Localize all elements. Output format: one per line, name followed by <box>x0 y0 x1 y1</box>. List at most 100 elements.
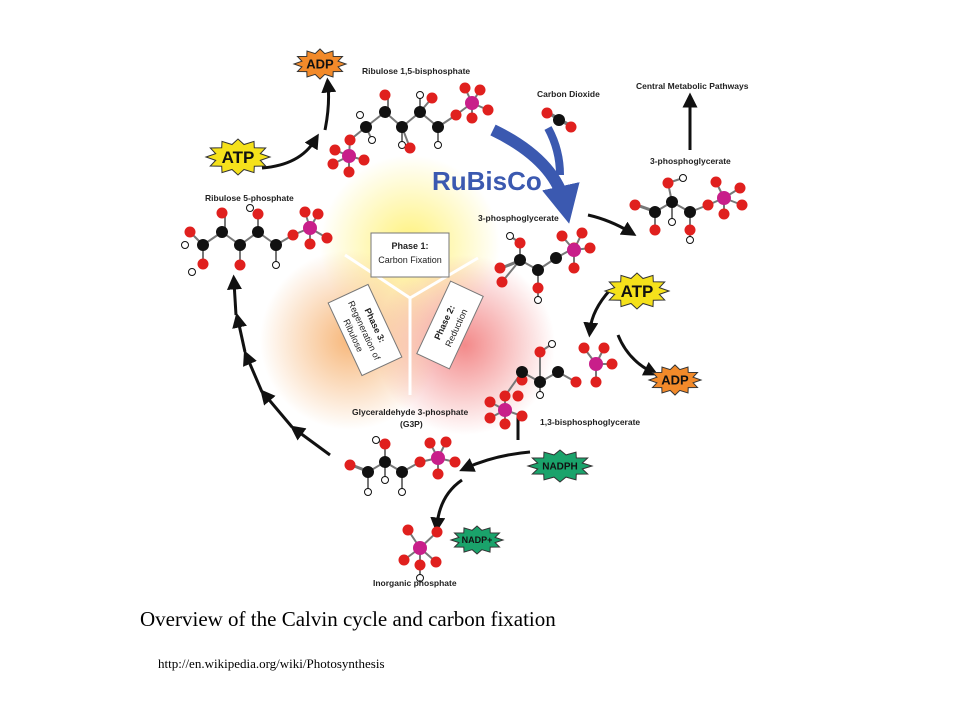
atom-o <box>321 232 333 244</box>
atom-h <box>686 236 694 244</box>
label-g3p-line2: (G3P) <box>400 419 423 429</box>
molecule-r5p <box>181 204 333 276</box>
atom-o <box>287 229 299 241</box>
atom-o <box>482 104 494 116</box>
atom-c <box>532 264 544 276</box>
atp-star-right: ATP <box>603 272 671 310</box>
nadph-star-label: NADPH <box>542 462 578 473</box>
atom-o <box>565 121 577 133</box>
atom-c <box>396 466 408 478</box>
atom-o <box>450 109 462 121</box>
caption: Overview of the Calvin cycle and carbon … <box>140 607 556 631</box>
atom-c <box>270 239 282 251</box>
arrow-bpg-to-g3p <box>459 450 531 472</box>
arrow-pga-to-bpg <box>583 288 612 338</box>
atom-o <box>344 134 356 146</box>
atom-c <box>550 252 562 264</box>
atom-h <box>548 340 556 348</box>
atom-p <box>717 191 731 205</box>
regeneration-arrow-chain <box>226 274 331 457</box>
atom-o <box>430 556 442 568</box>
molecule-structures <box>181 82 748 582</box>
atp-star-left: ATP <box>204 138 272 176</box>
atom-c <box>552 366 564 378</box>
atom-h <box>668 218 676 226</box>
rubisco-label: RuBisCo <box>432 166 542 196</box>
co2-to-rubisco-arrow <box>544 126 564 176</box>
atom-h <box>416 91 424 99</box>
atom-o <box>568 262 580 274</box>
nadp-star-label: NADP+ <box>462 535 493 545</box>
atom-c <box>666 196 678 208</box>
calvin-cycle-diagram: Phase 1: Carbon Fixation Phase 2: Reduct… <box>181 48 749 588</box>
arrow-pga-to-right <box>587 213 637 236</box>
atom-o <box>414 456 426 468</box>
atom-h <box>534 296 542 304</box>
atom-o <box>358 154 370 166</box>
adp-star-right: ADP <box>647 364 703 396</box>
atom-c <box>360 121 372 133</box>
atom-c <box>516 366 528 378</box>
label-r5p: Ribulose 5-phosphate <box>205 193 294 203</box>
atom-p <box>589 357 603 371</box>
atom-o <box>431 526 443 538</box>
atom-c <box>252 226 264 238</box>
atom-o <box>662 177 674 189</box>
atom-h <box>356 111 364 119</box>
atom-o <box>532 282 544 294</box>
atom-o <box>379 438 391 450</box>
atom-o <box>499 390 511 402</box>
label-central-pathways: Central Metabolic Pathways <box>636 81 749 91</box>
atom-p <box>342 149 356 163</box>
atom-h <box>506 232 514 240</box>
atom-o <box>702 199 714 211</box>
atom-o <box>299 206 311 218</box>
atom-c <box>396 121 408 133</box>
atom-h <box>181 241 189 249</box>
atom-o <box>649 224 661 236</box>
label-co2: Carbon Dioxide <box>537 89 600 99</box>
atom-o <box>426 92 438 104</box>
atom-h <box>536 391 544 399</box>
atom-o <box>736 199 748 211</box>
atom-o <box>629 199 641 211</box>
molecule-co2 <box>541 107 577 133</box>
atom-h <box>398 141 406 149</box>
phase1-line: Carbon Fixation <box>378 255 442 265</box>
atom-o <box>432 468 444 480</box>
atp-star-right-label: ATP <box>621 282 654 301</box>
label-bpg: 1,3-bisphosphoglycerate <box>540 417 640 427</box>
atom-o <box>197 258 209 270</box>
phase1-box: Phase 1: Carbon Fixation <box>370 232 450 278</box>
atom-o <box>534 346 546 358</box>
atom-o <box>459 82 471 94</box>
atom-o <box>512 390 524 402</box>
rubisco-arrow <box>490 124 580 224</box>
atom-c <box>649 206 661 218</box>
atom-h <box>381 476 389 484</box>
atom-o <box>304 238 316 250</box>
atom-h <box>416 574 424 582</box>
atom-o <box>578 342 590 354</box>
atom-c <box>216 226 228 238</box>
atom-c <box>534 376 546 388</box>
phase3-box: Phase 3: Regeneration of Ribulose <box>327 283 403 377</box>
atom-o <box>499 418 511 430</box>
atom-o <box>496 276 508 288</box>
atom-o <box>234 259 246 271</box>
atom-o <box>312 208 324 220</box>
arrow-to-adp-right <box>616 334 659 376</box>
molecule-pga-out <box>629 174 748 244</box>
atom-h <box>398 488 406 496</box>
molecule-labels: Ribulose 1,5-bisphosphate Ribulose 5-pho… <box>205 66 749 588</box>
atom-p <box>431 451 445 465</box>
atom-c <box>379 456 391 468</box>
atp-star-left-label: ATP <box>222 148 255 167</box>
atom-o <box>414 559 426 571</box>
atom-c <box>362 466 374 478</box>
nadph-star: NADPH <box>526 449 594 483</box>
atom-c <box>414 106 426 118</box>
label-pga: 3-phosphoglycerate <box>478 213 559 223</box>
label-g3p-line1: Glyceraldehyde 3-phosphate <box>352 407 468 417</box>
